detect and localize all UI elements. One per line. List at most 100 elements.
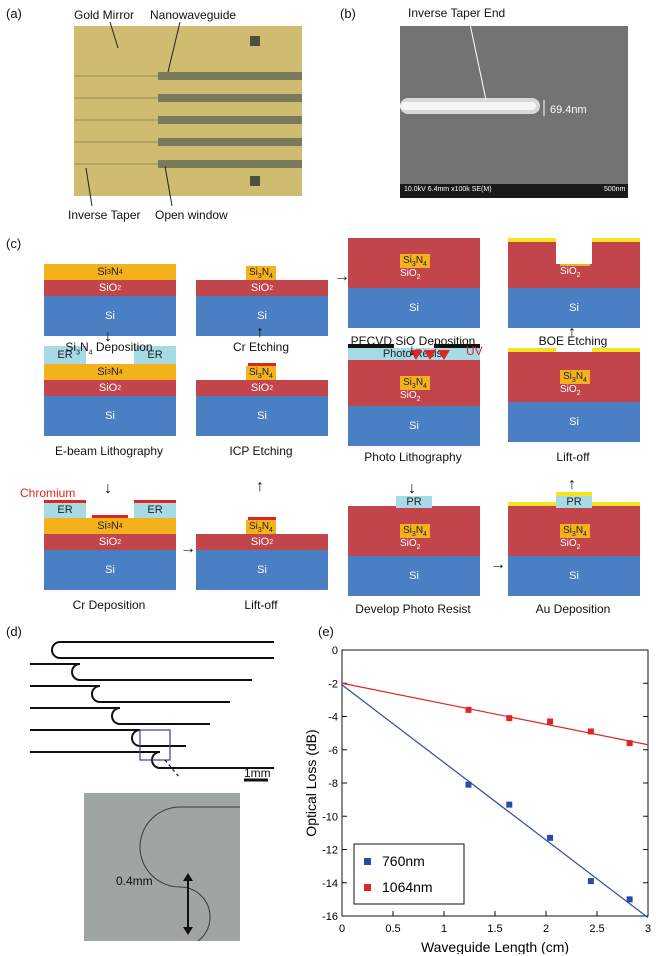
mask-left: [348, 344, 394, 348]
pr-block: PR: [396, 496, 432, 508]
step-label-ebeam: E-beam Lithography: [54, 444, 164, 458]
chromium-mask: [248, 517, 276, 520]
panel-label-e: (e): [318, 624, 334, 639]
sem-title: Inverse Taper End: [408, 6, 506, 20]
step-label-au-deposition: Au Deposition: [535, 602, 611, 616]
sem-image: [400, 26, 628, 198]
chromium-mask: [248, 363, 276, 366]
arrow-down-1: ↓: [104, 328, 112, 345]
panel-a-pointers: [85, 21, 181, 207]
si-layer: Si: [196, 296, 328, 336]
y-tick-label: 0: [332, 645, 338, 657]
x-tick-label: 0: [339, 923, 345, 935]
arrow-down-2: ↓: [104, 480, 112, 497]
data-point-1-1: [506, 715, 513, 722]
sem-info-bar: 10.0kV 6.4mm x100k SE(M): [404, 186, 492, 193]
arrow-right-3: →: [490, 556, 506, 573]
step-label-photo-lith: Photo Lithography: [364, 450, 462, 464]
chromium-center: [92, 515, 128, 518]
si-layer: Si: [44, 296, 176, 336]
step-label-liftoff-1: Lift-off: [244, 598, 278, 612]
panel-label-d: (d): [6, 624, 22, 639]
data-point-1-4: [626, 740, 633, 747]
open-window-label: Open window: [155, 208, 228, 222]
gold-left: [508, 238, 556, 242]
uv-arrow-1: [410, 350, 422, 360]
data-point-1-0: [465, 706, 472, 713]
sin-core: Si3N4: [560, 524, 590, 538]
nanowaveguide-label: Nanowaveguide: [150, 8, 237, 22]
step-label-boe: BOE Etching: [538, 334, 608, 348]
serpentine-schematic: [30, 641, 274, 782]
er-block-left: ER: [44, 502, 86, 518]
si-layer: Si: [196, 550, 328, 590]
si-layer: Si: [196, 396, 328, 436]
x-tick-label: 2: [543, 923, 549, 935]
fit-line-1: [341, 682, 649, 746]
y-tick-label: -4: [328, 712, 338, 724]
si-layer: Si: [348, 556, 480, 596]
data-point-0-0: [465, 781, 472, 788]
y-axis-label: Optical Loss (dB): [306, 729, 319, 836]
legend-label-0: 760nm: [382, 853, 425, 869]
arrow-up-1: ↑: [256, 478, 264, 495]
gold-right: [592, 238, 640, 242]
er-block-right: ER: [134, 502, 176, 518]
data-point-0-3: [587, 878, 594, 885]
sin-core: Si3N4: [400, 254, 430, 268]
mask-right: [434, 344, 480, 348]
sio2-label: SiO2: [400, 390, 421, 403]
sio2-label: SiO2: [400, 538, 421, 551]
sin-core: Si3N4: [560, 370, 590, 384]
micrograph-waveguides: [74, 26, 302, 196]
data-point-1-2: [547, 718, 554, 725]
arrow-up-4: ↑: [568, 324, 576, 341]
si-layer: Si: [348, 288, 480, 328]
uv-arrow-2: [424, 350, 436, 360]
gold-left: [508, 348, 556, 352]
y-tick-label: -8: [328, 778, 338, 790]
data-point-0-4: [626, 896, 633, 903]
er-block-left: ER: [44, 346, 86, 364]
legend-label-1: 1064nm: [382, 879, 433, 895]
inverse-taper-label: Inverse Taper: [68, 208, 141, 222]
chromium-label: Chromium: [20, 486, 76, 500]
uv-arrow-3: [438, 350, 450, 360]
sin-ridge: Si3N4: [246, 520, 276, 534]
arrow-right-2: →: [334, 268, 350, 285]
optical-micrograph: [74, 26, 302, 196]
data-point-1-3: [587, 728, 594, 735]
si-layer: Si: [44, 550, 176, 590]
trench: [556, 238, 592, 264]
arrow-right-1: →: [180, 540, 196, 557]
y-tick-label: -14: [322, 878, 338, 890]
x-tick-label: 1: [441, 923, 447, 935]
uv-label: UV: [466, 344, 483, 358]
panel-b-pointer: [469, 23, 545, 116]
sem-scale-bar: 500nm: [604, 186, 626, 193]
x-tick-label: 2.5: [589, 923, 604, 935]
panel-label-a: (a): [6, 6, 22, 21]
step-label-pecvd: PECVD SiO Deposition: [350, 334, 476, 348]
bend-measure-label: 0.4mm: [116, 874, 153, 888]
si-layer: Si: [508, 556, 640, 596]
x-tick-label: 3: [645, 923, 651, 935]
y-tick-label: -12: [322, 845, 338, 857]
step-label-sin-deposition: Si3N4 Deposition: [65, 340, 153, 357]
